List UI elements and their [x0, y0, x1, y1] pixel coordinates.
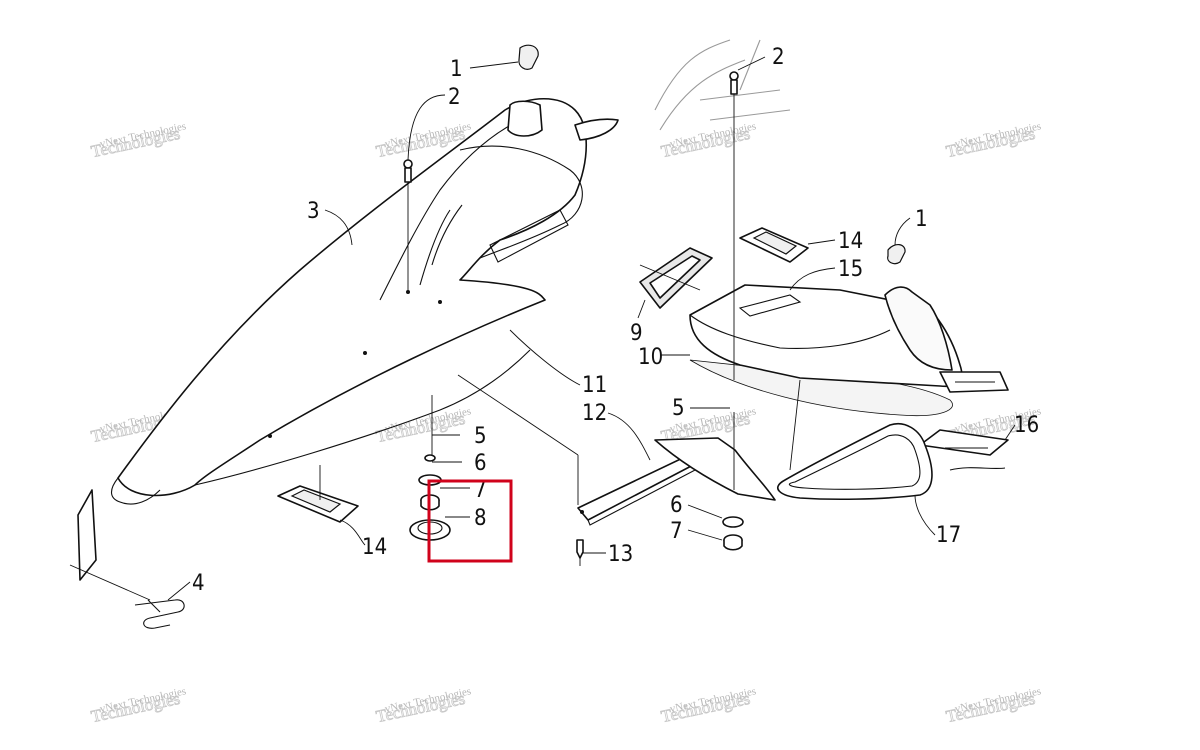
callout-label: 17	[936, 523, 961, 548]
wear-patch-part	[739, 227, 809, 263]
callout-label: 14	[838, 229, 863, 254]
callout-label: 3	[307, 199, 320, 224]
bumper-pad-part	[518, 44, 539, 70]
watermark: Technologies vNext Technologies	[659, 120, 757, 161]
callout-label: 4	[192, 571, 205, 596]
callout-label: 6	[474, 451, 487, 476]
callout-label: 1	[915, 207, 928, 232]
callout-label: 15	[838, 257, 863, 282]
callout-label: 9	[630, 321, 643, 346]
callout-label: 8	[474, 506, 487, 531]
callout-label: 13	[608, 542, 633, 567]
callout-label: 7	[474, 478, 487, 503]
callout-label: 5	[474, 424, 487, 449]
watermark: Technologies vNext Technologies	[659, 685, 757, 726]
watermark: Technologies vNext Technologies	[944, 685, 1042, 726]
callout-label: 5	[672, 396, 685, 421]
callout-label: 2	[448, 85, 461, 110]
callout-labels: 1 2 3 4 5 6 7 8 14 11 12 13 2 1 14 15 9 …	[192, 45, 1039, 596]
callout-label: 7	[670, 519, 683, 544]
callout-label: 1	[450, 57, 463, 82]
callout-label: 11	[582, 373, 607, 398]
seat-base-part	[689, 284, 963, 417]
highlight-box	[427, 479, 513, 563]
watermark: Technologies vNext Technologies	[374, 405, 472, 446]
callout-label: 12	[582, 401, 607, 426]
callout-label: 2	[772, 45, 785, 70]
hardware-stack	[722, 516, 744, 551]
callout-label: 14	[362, 535, 387, 560]
belt-part	[777, 423, 933, 501]
callout-label: 10	[638, 345, 663, 370]
frame-part	[654, 39, 791, 490]
shield-part	[654, 437, 776, 501]
leader-lines	[69, 56, 1016, 601]
hitch-pin-part	[134, 599, 185, 629]
callout-label: 16	[1014, 413, 1039, 438]
wear-patch-part	[277, 485, 359, 523]
nose-cone-part	[110, 98, 619, 505]
watermark: Technologies vNext Technologies	[374, 685, 472, 726]
trim-seal-part	[639, 247, 713, 309]
step-plate-part	[919, 371, 1009, 471]
watermark: Technologies vNext Technologies	[89, 685, 187, 726]
watermark: Technologies vNext Technologies	[89, 120, 187, 161]
callout-label: 6	[670, 493, 683, 518]
watermark: Technologies vNext Technologies	[944, 120, 1042, 161]
side-panel-part	[77, 489, 97, 581]
bumper-pad-part	[887, 244, 906, 265]
